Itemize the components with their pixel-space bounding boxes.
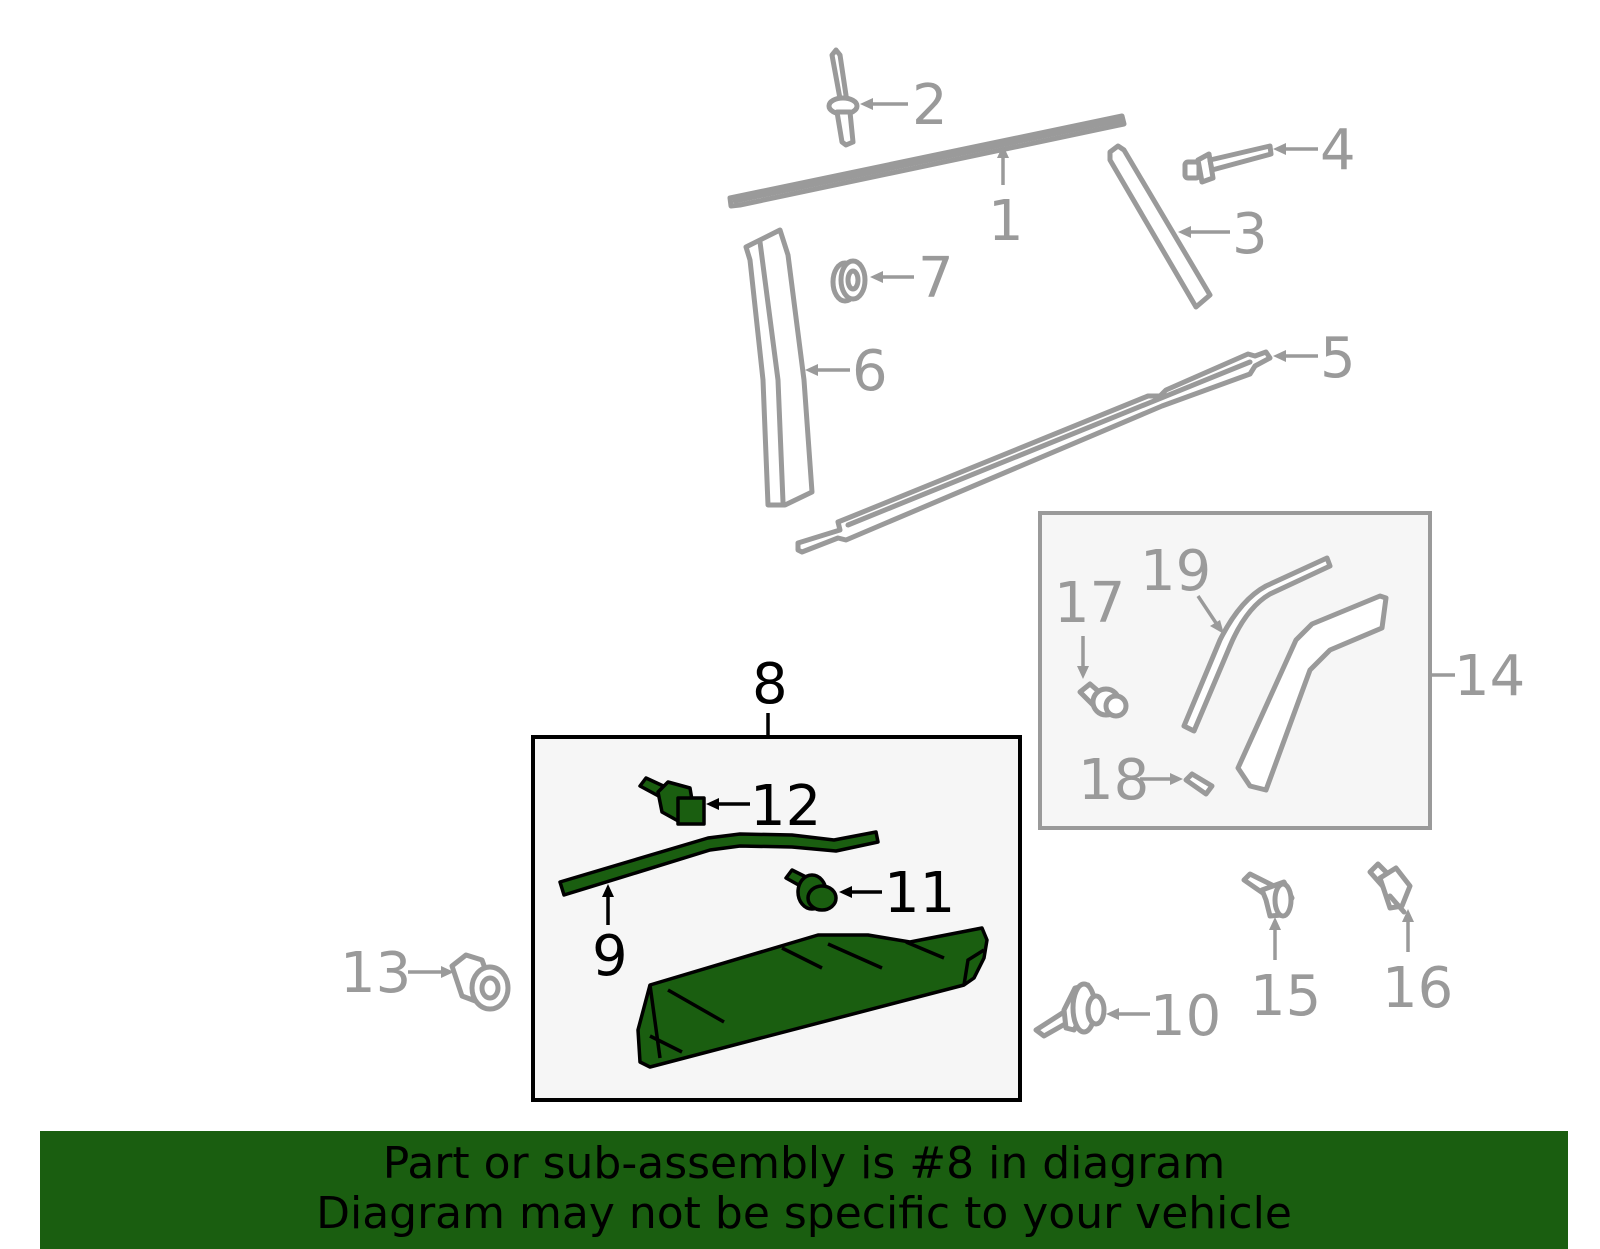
part-3-pillar-molding[interactable] [1107,143,1213,310]
callout-16: 16 [1382,956,1453,1021]
part-19-molding[interactable] [1181,555,1333,734]
callout-13: 13 [340,941,411,1006]
callout-3: 3 [1232,202,1268,267]
leader-9 [602,884,614,925]
part-13-grommet[interactable] [449,952,511,1012]
callout-14: 14 [1454,644,1525,709]
callout-18: 18 [1078,748,1149,813]
callout-7: 7 [918,246,954,311]
subassembly-box-8[interactable] [531,735,1022,1102]
leader-5 [1273,350,1318,362]
part-14-garnish[interactable] [1235,593,1389,793]
part-11-clip[interactable] [784,868,838,912]
leader-13 [408,966,454,978]
callout-10: 10 [1150,984,1221,1049]
part-7-grommet[interactable] [830,258,868,304]
callout-15: 15 [1250,964,1321,1029]
leader-12 [706,798,750,810]
callout-2: 2 [912,73,948,138]
part-12-clip[interactable] [638,776,706,826]
leader-18 [1140,773,1183,785]
part-4-screw[interactable] [1182,143,1274,185]
callout-6: 6 [852,339,888,404]
leader-7 [870,271,914,283]
callout-17: 17 [1054,571,1125,636]
part-17-clip[interactable] [1077,681,1129,719]
callout-11: 11 [884,861,955,926]
part-18-clip[interactable] [1183,771,1215,797]
callout-9: 9 [592,924,628,989]
part-8-door-molding[interactable] [636,926,989,1069]
leader-16 [1402,909,1414,952]
callout-12: 12 [750,774,821,839]
banner-line-1: Part or sub-assembly is #8 in diagram [382,1138,1226,1189]
leader-17 [1077,636,1089,679]
leader-10 [1106,1008,1150,1020]
banner-line-2: Diagram may not be specific to your vehi… [316,1188,1292,1239]
part-5-belt-molding[interactable] [795,349,1273,555]
part-6-pillar-garnish[interactable] [743,227,815,508]
leader-4 [1273,143,1318,155]
leader-1 [997,145,1009,185]
callout-8: 8 [752,652,788,717]
part-9-weatherstrip[interactable] [558,830,880,897]
leader-6 [805,364,850,376]
leader-15 [1269,917,1281,960]
leader-11 [839,886,882,898]
leader-3 [1178,226,1230,238]
leader-2 [860,98,908,110]
leader-19 [1196,595,1224,634]
part-1-roof-molding[interactable] [727,113,1127,209]
callout-1: 1 [988,189,1024,254]
part-15-screw[interactable] [1241,871,1295,919]
subassembly-box-14 [1038,511,1432,830]
part-16-clip[interactable] [1367,861,1413,915]
part-2-rivet[interactable] [826,47,860,148]
part-10-clip[interactable] [1033,981,1107,1039]
callout-5: 5 [1320,326,1356,391]
callout-4: 4 [1320,118,1356,183]
info-banner: Part or sub-assembly is #8 in diagram Di… [40,1131,1568,1249]
callout-19: 19 [1140,539,1211,604]
